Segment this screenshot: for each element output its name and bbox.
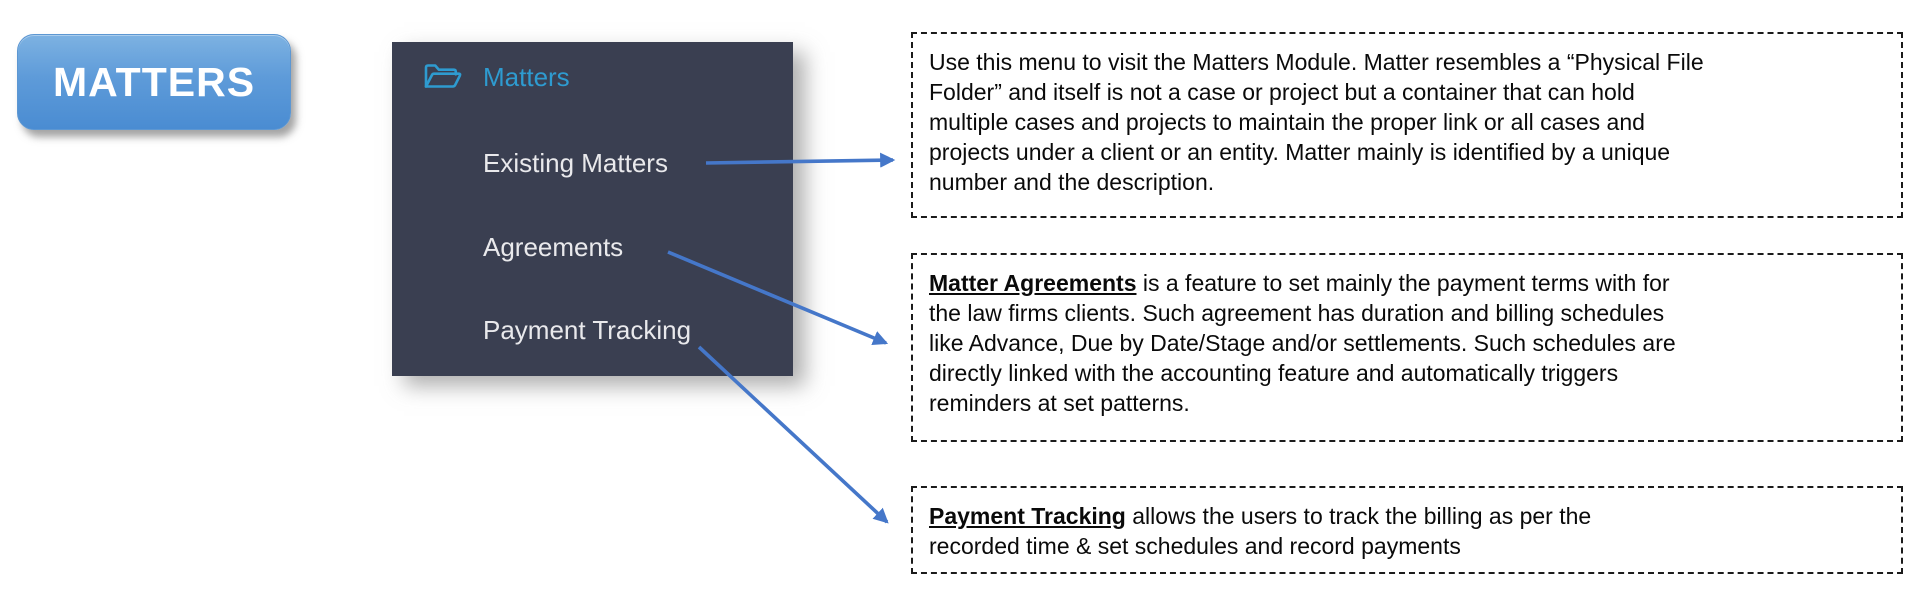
sidebar-item-agreements[interactable]: Agreements <box>483 232 624 262</box>
note-line: Matter Agreements is a feature to set ma… <box>929 270 1670 296</box>
note-line: Payment Tracking allows the users to tra… <box>929 503 1592 529</box>
note-line: Use this menu to visit the Matters Modul… <box>929 49 1704 75</box>
open-folder-icon <box>423 61 463 92</box>
note-line: reminders at set patterns. <box>929 390 1190 416</box>
note-line: like Advance, Due by Date/Stage and/or s… <box>929 330 1676 356</box>
note-line: projects under a client or an entity. Ma… <box>929 139 1671 165</box>
sidebar-item-payment-tracking[interactable]: Payment Tracking <box>483 315 692 345</box>
sidebar-item-matters[interactable]: Matters <box>483 62 570 92</box>
agreements-note-box: Matter Agreements is a feature to set ma… <box>911 253 1903 442</box>
note-line: the law firms clients. Such agreement ha… <box>929 300 1665 326</box>
matters-note-box: Use this menu to visit the Matters Modul… <box>911 32 1903 218</box>
matters-title-button[interactable]: MATTERS <box>17 34 291 130</box>
payment-tracking-note-box: Payment Tracking allows the users to tra… <box>911 486 1903 574</box>
note-line: recorded time & set schedules and record… <box>929 533 1461 559</box>
note-line: directly linked with the accounting feat… <box>929 360 1619 386</box>
note-lead: Payment Tracking <box>929 503 1126 529</box>
sidebar-item-existing-matters[interactable]: Existing Matters <box>483 148 668 178</box>
note-line: multiple cases and projects to maintain … <box>929 109 1645 135</box>
sidebar-menu: Matters Existing Matters Agreements Paym… <box>392 42 793 376</box>
note-lead: Matter Agreements <box>929 270 1137 296</box>
note-line: number and the description. <box>929 169 1215 195</box>
note-line: Folder” and itself is not a case or proj… <box>929 79 1635 105</box>
